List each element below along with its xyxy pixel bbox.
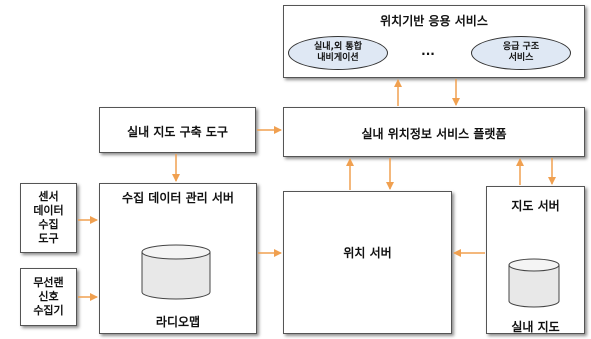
integrated-navigation-label: 실내,외 통합 내비게이션 bbox=[314, 42, 362, 63]
wlan-collector-label: 무선랜 신호 수집기 bbox=[33, 276, 64, 317]
emergency-rescue-label: 응급 구조 서비스 bbox=[502, 42, 540, 63]
emergency-rescue-service: 응급 구조 서비스 bbox=[471, 36, 571, 70]
map-server-label: 지도 서버 bbox=[511, 199, 560, 213]
location-platform-label: 실내 위치정보 서비스 플랫폼 bbox=[361, 127, 507, 141]
position-server-label: 위치 서버 bbox=[343, 246, 392, 260]
indoor-map-label: 실내 지도 bbox=[511, 320, 560, 334]
indoor-map-tool-label: 실내 지도 구축 도구 bbox=[127, 125, 228, 139]
sensor-tool-label: 센서 데이터 수집 도구 bbox=[33, 190, 64, 245]
wlan-collector-box bbox=[20, 268, 77, 326]
radio-map-label: 라디오맵 bbox=[155, 315, 201, 329]
collection-data-server-label: 수집 데이터 관리 서버 bbox=[122, 191, 234, 205]
position-server-box bbox=[283, 191, 452, 334]
integrated-navigation-service: 실내,외 통합 내비게이션 bbox=[288, 36, 388, 70]
location-services-title: 위치기반 응용 서비스 bbox=[380, 14, 488, 28]
indoor-map-tool-box bbox=[99, 107, 256, 153]
location-platform-box bbox=[283, 107, 585, 157]
sensor-tool-box bbox=[20, 183, 77, 253]
services-ellipsis: ... bbox=[421, 44, 435, 58]
